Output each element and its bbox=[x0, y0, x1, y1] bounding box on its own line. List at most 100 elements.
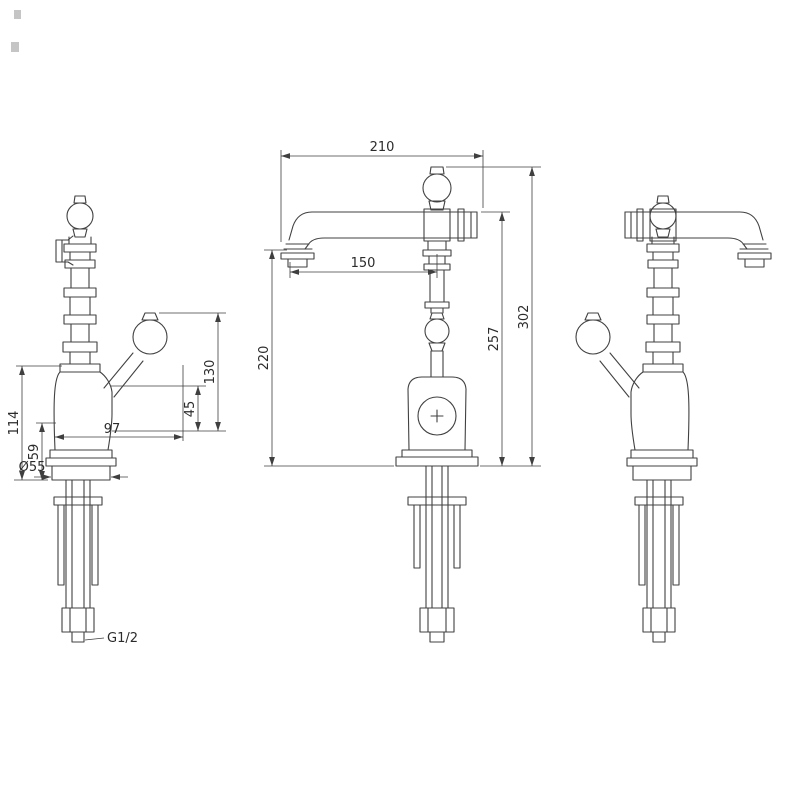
outlet-rings bbox=[283, 243, 313, 250]
column-collar bbox=[642, 363, 684, 373]
dimension-labels: 210 150 220 257 302 130 45 114 59 97 Ø55… bbox=[7, 140, 532, 646]
handle-grip-cap bbox=[141, 312, 159, 321]
spout-ridge-ring bbox=[636, 208, 644, 242]
spout-joint-sleeve bbox=[649, 208, 677, 242]
base-skirt bbox=[632, 465, 692, 481]
dim-label-130: 130 bbox=[203, 360, 218, 385]
body-right-side bbox=[682, 371, 690, 451]
finial-cap bbox=[429, 166, 445, 175]
mounting-bracket bbox=[407, 496, 467, 506]
handle-collar-front bbox=[428, 342, 446, 352]
column-rib bbox=[423, 263, 451, 271]
shank bbox=[65, 479, 91, 609]
column-rib bbox=[647, 259, 679, 269]
column-rib bbox=[63, 314, 97, 325]
dim-label-210: 210 bbox=[370, 140, 395, 155]
shank-tip bbox=[71, 631, 85, 643]
spout-end-cap bbox=[470, 211, 478, 239]
outlet-rings bbox=[739, 243, 769, 250]
base-flange bbox=[626, 457, 698, 467]
outlet-flange bbox=[737, 252, 772, 260]
column-rib bbox=[645, 341, 681, 353]
neck-segment bbox=[653, 323, 673, 343]
neck-segment bbox=[652, 296, 674, 316]
mounting-nut bbox=[419, 607, 455, 633]
column-rib bbox=[64, 259, 96, 269]
handle-cap-front bbox=[429, 312, 445, 320]
neck-segment bbox=[69, 251, 91, 261]
spout-ridge-ring bbox=[457, 208, 465, 242]
column-rib bbox=[63, 243, 97, 253]
neck-segment bbox=[428, 255, 446, 265]
handle-grip bbox=[132, 319, 168, 355]
handle-grip bbox=[575, 319, 611, 355]
neck-segment bbox=[69, 296, 91, 316]
neck-segment bbox=[430, 307, 444, 314]
dim-label-45: 45 bbox=[183, 401, 198, 418]
finial-ball bbox=[66, 202, 94, 230]
finial-collar bbox=[655, 228, 671, 238]
base-flange bbox=[395, 456, 479, 467]
dim-label-114: 114 bbox=[7, 411, 22, 436]
corner-artifacts bbox=[11, 10, 21, 52]
handle-lever bbox=[599, 352, 640, 398]
spout-arm-top bbox=[624, 211, 764, 241]
side-view-right bbox=[575, 195, 772, 643]
neck-segment bbox=[651, 236, 675, 245]
body-left-side bbox=[53, 371, 61, 451]
leader-line-thread bbox=[84, 637, 105, 641]
dim-label-150: 150 bbox=[351, 256, 376, 271]
outlet-tip bbox=[744, 258, 765, 268]
corner-artifact-mark bbox=[14, 10, 21, 19]
neck-segment bbox=[69, 351, 91, 365]
handle-grip-cap bbox=[584, 312, 602, 321]
neck-segment bbox=[429, 269, 445, 303]
spout-arm-top bbox=[288, 211, 478, 241]
neck-segment bbox=[70, 323, 90, 343]
finial-cap bbox=[656, 195, 670, 204]
side-view-left bbox=[45, 195, 168, 643]
dim-label-base-diameter: Ø55 bbox=[19, 460, 46, 475]
spout-joint-sleeve bbox=[423, 208, 451, 242]
finial-collar bbox=[72, 228, 88, 238]
neck-segment bbox=[70, 267, 90, 289]
body-boss-circle bbox=[417, 396, 457, 436]
body-left-side bbox=[630, 371, 644, 451]
column-collar bbox=[59, 363, 101, 373]
dim-label-302: 302 bbox=[517, 305, 532, 330]
dim-label-220: 220 bbox=[257, 346, 272, 371]
finial-collar bbox=[428, 200, 446, 211]
center-cross bbox=[430, 409, 444, 423]
outlet-flange bbox=[280, 252, 315, 260]
shank bbox=[425, 465, 449, 609]
dim-label-thread: G1/2 bbox=[107, 631, 138, 646]
shank bbox=[646, 479, 672, 609]
mounting-nut bbox=[61, 607, 95, 633]
dim-label-59: 59 bbox=[27, 444, 42, 461]
dim-label-257: 257 bbox=[487, 327, 502, 352]
mounting-stud bbox=[57, 504, 65, 586]
shank-tip bbox=[652, 631, 666, 643]
column-rib bbox=[422, 249, 452, 257]
mounting-stud bbox=[91, 504, 99, 586]
mounting-stud bbox=[413, 504, 421, 569]
column-rib bbox=[62, 341, 98, 353]
column-rib bbox=[63, 287, 97, 298]
neck-segment bbox=[68, 236, 92, 245]
base-step bbox=[49, 449, 113, 459]
neck-segment bbox=[653, 267, 673, 289]
spout-end-cap bbox=[624, 211, 632, 239]
mounting-bracket bbox=[53, 496, 103, 506]
base-flange bbox=[45, 457, 117, 467]
mounting-bracket bbox=[634, 496, 684, 506]
mounting-stud bbox=[638, 504, 646, 586]
neck-segment bbox=[652, 251, 674, 261]
neck-segment bbox=[652, 351, 674, 365]
spout-arm-bottom bbox=[624, 237, 748, 250]
body-shoulder bbox=[407, 376, 467, 390]
column-rib bbox=[646, 287, 680, 298]
corner-artifact-mark bbox=[11, 42, 19, 52]
mounting-nut bbox=[642, 607, 676, 633]
